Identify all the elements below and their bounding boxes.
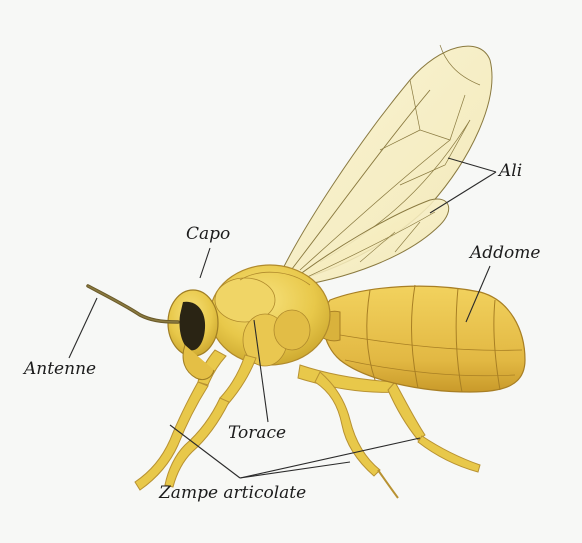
label-antenne: Antenne (24, 361, 96, 378)
leader-zampe-hind (240, 438, 420, 478)
leader-zampe-mid (240, 462, 350, 478)
leader-capo (200, 248, 210, 278)
antenna (88, 286, 178, 322)
leader-antenne (69, 298, 97, 358)
label-capo: Capo (186, 226, 230, 243)
label-ali: Ali (499, 163, 522, 180)
label-addome: Addome (470, 245, 540, 262)
label-zampe-articolate: Zampe articolate (159, 485, 306, 502)
abdomen (323, 285, 525, 392)
label-torace: Torace (228, 425, 286, 442)
thorax (210, 265, 330, 366)
